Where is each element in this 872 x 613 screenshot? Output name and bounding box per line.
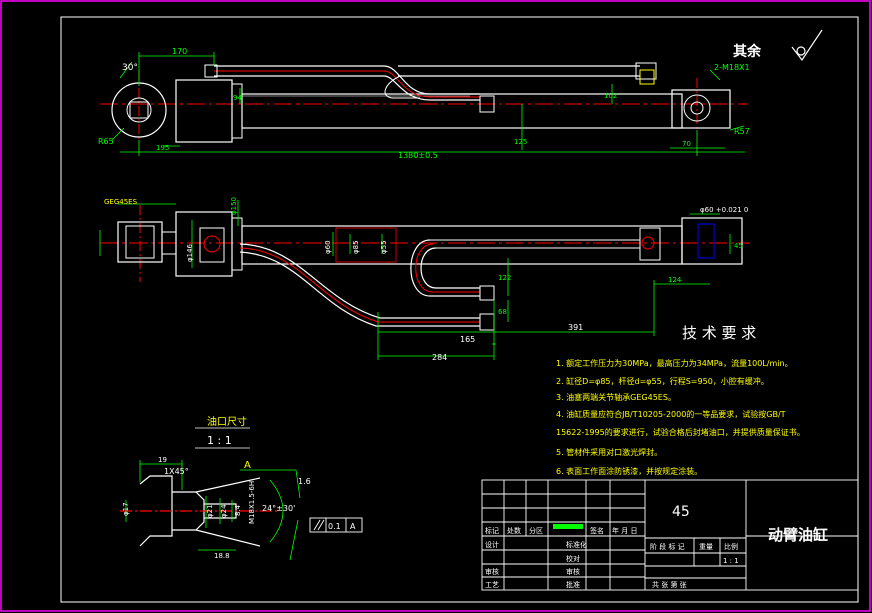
tb-scale-header: 比例 bbox=[724, 542, 738, 551]
tb-scale-value: 1 : 1 bbox=[723, 557, 739, 565]
tech-item-6: 5. 管材件采用对口激光焊封。 bbox=[556, 447, 662, 457]
dim-d60: φ60 bbox=[324, 240, 332, 254]
tolerance-value: 0.1 bbox=[328, 522, 341, 531]
port-detail: 油口尺寸 1 : 1 19 1X45° A 1.6 24°±30' bbox=[120, 415, 363, 561]
detail-d24: φ24 bbox=[220, 504, 228, 518]
dim-122: 122 bbox=[498, 274, 511, 282]
dim-70: 70 bbox=[682, 140, 691, 148]
detail-d18: 18.8 bbox=[214, 552, 230, 560]
detail-thread: M18X1.5-6H bbox=[248, 481, 256, 524]
tb-row-1-3: 校对 bbox=[566, 554, 580, 563]
dim-45: 45 bbox=[734, 242, 743, 250]
tb-row-0-0: 设计 bbox=[485, 540, 499, 549]
detail-chamfer: 1X45° bbox=[164, 467, 189, 476]
dim-total: 1380±0.5 bbox=[398, 151, 438, 160]
detail-d8: 8.4 bbox=[234, 504, 242, 516]
corner-note: 其余 bbox=[733, 43, 762, 60]
dim-r65: R65 bbox=[98, 137, 114, 146]
detail-label-a: A bbox=[244, 460, 251, 471]
roughness-symbol bbox=[791, 29, 823, 62]
dim-r57: R57 bbox=[734, 127, 750, 136]
tb-header-2: 分区 bbox=[529, 526, 543, 535]
part-count: 45 bbox=[672, 504, 690, 520]
tech-item-3: 3. 油塞两端关节轴承GEG45ES。 bbox=[556, 392, 676, 402]
detail-roughness: 1.6 bbox=[298, 477, 311, 486]
detail-scale: 1 : 1 bbox=[207, 434, 232, 447]
dim-284: 284 bbox=[432, 353, 447, 362]
title-block bbox=[481, 479, 859, 591]
dim-391: 391 bbox=[568, 323, 583, 332]
tb-row-2-3: 审核 bbox=[566, 567, 580, 576]
top-view: 170 30° 94 102 125 70 R65 R57 195 1380±0… bbox=[98, 47, 750, 160]
dim-165: 165 bbox=[460, 335, 475, 344]
dim-hole: φ60 +0.021 0 bbox=[700, 206, 748, 214]
dim-angle30: 30° bbox=[122, 63, 138, 73]
dim-94: 94 bbox=[233, 94, 242, 102]
tech-item-5: 15622-1995的要求进行，试验合格后封堵油口，并提供质量保证书。 bbox=[556, 427, 805, 437]
title-block-green-bar bbox=[553, 524, 583, 529]
detail-d21: φ21 bbox=[206, 504, 214, 518]
dim-d85: φ85 bbox=[352, 240, 360, 254]
tb-header-4: 签名 bbox=[590, 526, 604, 535]
tb-row-3-3: 批准 bbox=[566, 580, 580, 589]
dim-170: 170 bbox=[172, 47, 187, 56]
tb-stage-header: 阶 段 标 记 bbox=[650, 542, 685, 551]
tolerance-datum: A bbox=[350, 522, 356, 531]
tech-item-7: 6. 表面工作面涂防锈漆，并按规定涂装。 bbox=[556, 466, 702, 476]
section-view: φ150 φ146 φ85 φ55 φ60 122 68 391 165 284… bbox=[99, 197, 750, 362]
detail-title: 油口尺寸 bbox=[207, 415, 247, 428]
tb-row-0-3: 标准化 bbox=[566, 540, 587, 549]
dim-68: 68 bbox=[498, 308, 507, 316]
drawing-name: 动臂油缸 bbox=[768, 526, 828, 544]
tb-header-5: 年 月 日 bbox=[612, 526, 637, 535]
tb-header-1: 处数 bbox=[507, 526, 521, 535]
tb-row-2-0: 审核 bbox=[485, 567, 499, 576]
tech-item-2: 2. 缸径D=φ85，杆径d=φ55，行程S=950，小腔有缓冲。 bbox=[556, 376, 769, 386]
dim-125: 125 bbox=[514, 138, 527, 146]
dim-195: 195 bbox=[156, 144, 169, 152]
tolerance-frame bbox=[309, 517, 363, 533]
tb-row-3-0: 工艺 bbox=[485, 581, 499, 589]
tech-item-1: 1. 额定工作压力为30MPa，最高压力为34MPa，流量100L/min。 bbox=[556, 358, 793, 368]
dim-ports: 2-M18X1 bbox=[714, 63, 750, 72]
tb-header-0: 标记 bbox=[485, 526, 499, 535]
dim-102: 102 bbox=[604, 92, 617, 100]
dim-bearing: GEG45ES bbox=[104, 198, 138, 206]
tech-item-4: 4. 油缸质量应符合JB/T10205-2000的一等品要求，试验按GB/T bbox=[556, 409, 786, 419]
dim-d150: φ150 bbox=[230, 197, 238, 215]
detail-dim-19: 19 bbox=[158, 456, 167, 464]
inner-border bbox=[60, 16, 859, 603]
detail-angle: 24°±30' bbox=[262, 504, 295, 513]
tb-weight-header: 重量 bbox=[699, 543, 713, 551]
tb-sheets: 共 张 第 张 bbox=[652, 580, 687, 589]
dim-d55: φ55 bbox=[380, 240, 388, 254]
dim-124: 124 bbox=[668, 276, 682, 284]
tech-title: 技 术 要 求 bbox=[682, 324, 756, 342]
dim-d146: φ146 bbox=[186, 243, 194, 262]
detail-d17: φ17 bbox=[122, 502, 130, 516]
technical-requirements: 技 术 要 求 1. 额定工作压力为30MPa，最高压力为34MPa，流量100… bbox=[556, 324, 805, 476]
